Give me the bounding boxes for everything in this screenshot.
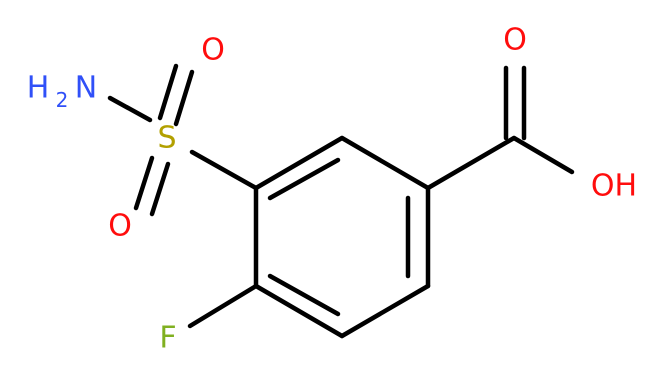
ring-bond-4 (253, 283, 345, 339)
ring-bond-1 (339, 135, 431, 191)
amine-subscript: 2 (56, 88, 69, 112)
ring-bond-6-inner (267, 157, 341, 201)
hydroxyl-label: OH (591, 169, 637, 204)
ring-to-sulfur-bond (189, 149, 259, 191)
ring-bond-4-inner (267, 273, 341, 317)
sulfonyl-o-top-label: O (201, 33, 225, 68)
sulfur-o-top-bond-a (157, 63, 179, 121)
ring-to-fluorine-bond (187, 283, 259, 329)
ring-bond-3 (339, 283, 431, 339)
bonds (107, 63, 575, 339)
sulfur-nitrogen-bond (107, 95, 153, 123)
ring-to-carboxyl-bond (425, 135, 517, 191)
sulfur-o-bottom-bond-b (149, 161, 171, 217)
carbonyl-o-label: O (503, 23, 527, 58)
sulfur-o-bottom-bond-a (133, 155, 155, 211)
sulfur-label: S (157, 121, 176, 156)
ring-bond-6 (253, 135, 345, 191)
fluorine-label: F (159, 321, 176, 356)
amine-n-label: N (75, 71, 97, 106)
amine-h-label: H (27, 71, 50, 106)
sulfonyl-o-bottom-label: O (108, 209, 132, 244)
sulfur-o-top-bond-b (173, 69, 195, 127)
hydroxyl-bond (511, 135, 575, 175)
